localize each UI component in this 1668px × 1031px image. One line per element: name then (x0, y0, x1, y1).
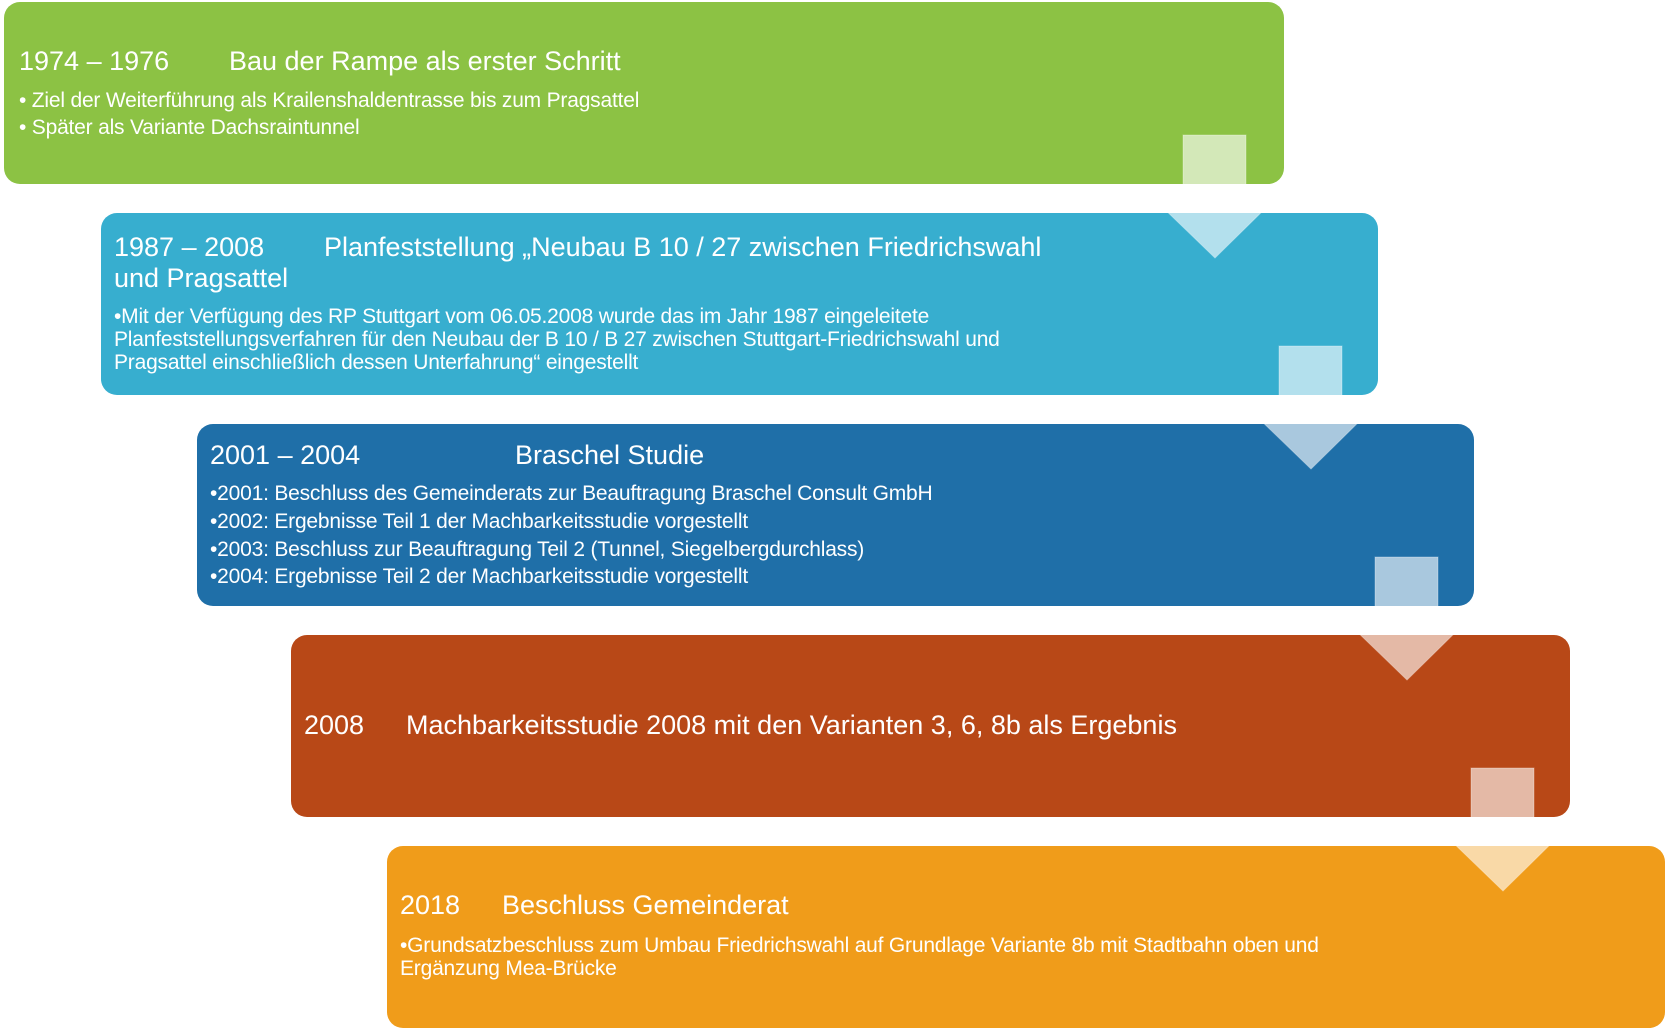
step-1-box: 1974 – 1976 Bau der Rampe als erster Sch… (4, 2, 1284, 184)
step-1-bullet: • Später als Variante Dachsraintunnel (19, 116, 360, 139)
step-2-title: Planfeststellung „Neubau B 10 / 27 zwisc… (324, 232, 1042, 262)
step-3-bullet: •2002: Ergebnisse Teil 1 der Machbarkeit… (210, 510, 748, 533)
step-3-bullet: •2003: Beschluss zur Beauftragung Teil 2… (210, 538, 865, 561)
step-3-title: Braschel Studie (515, 440, 705, 470)
step-2-title-line2: und Pragsattel (114, 263, 289, 293)
step-2-box: 1987 – 2008 Planfeststellung „Neubau B 1… (101, 213, 1378, 395)
step-1-title: Bau der Rampe als erster Schritt (229, 46, 621, 76)
step-3-bullet: •2001: Beschluss des Gemeinderats zur Be… (210, 482, 933, 505)
step-2-bullet: Planfeststellungsverfahren für den Neuba… (114, 328, 1000, 351)
step-1-years: 1974 – 1976 (19, 46, 170, 76)
step-5-years: 2018 (400, 890, 461, 920)
step-2-bullet: •Mit der Verfügung des RP Stuttgart vom … (114, 305, 930, 328)
step-4-box: 2008 Machbarkeitsstudie 2008 mit den Var… (291, 635, 1570, 817)
step-4-years: 2008 (304, 710, 365, 740)
step-1-bullet: • Ziel der Weiterführung als Krailenshal… (19, 89, 640, 112)
step-3-years: 2001 – 2004 (210, 440, 361, 470)
step-5-bullet: •Grundsatzbeschluss zum Umbau Friedrichs… (400, 934, 1319, 957)
step-5-title: Beschluss Gemeinderat (502, 890, 789, 920)
step-3-bullet: •2004: Ergebnisse Teil 2 der Machbarkeit… (210, 565, 748, 588)
step-2-bullet: Pragsattel einschließlich dessen Unterfa… (114, 351, 639, 374)
step-2-years: 1987 – 2008 (114, 232, 265, 262)
step-3-box: 2001 – 2004 Braschel Studie •2001: Besch… (197, 424, 1474, 606)
step-5-box: 2018 Beschluss Gemeinderat •Grundsatzbes… (387, 846, 1665, 1028)
step-5-bullet: Ergänzung Mea-Brücke (400, 957, 617, 980)
step-4-title: Machbarkeitsstudie 2008 mit den Variante… (406, 710, 1177, 740)
